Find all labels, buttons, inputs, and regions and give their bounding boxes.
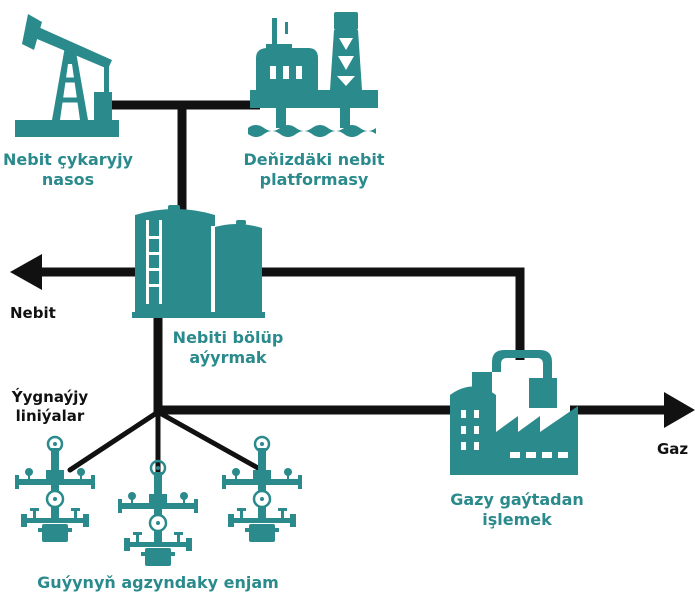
processing-label-line-1: Gazy gaýtadan: [450, 490, 584, 509]
gathering-lines-label-line-2: liniýalar: [15, 406, 85, 425]
oil-output-label: Nebit: [10, 304, 56, 322]
platform-label-line-1: Deňizdäki nebit: [243, 150, 385, 169]
platform-label: Deňizdäki nebit platformasy: [236, 150, 392, 190]
wellhead-label: Guýynyň agzyndaky enjam: [37, 573, 279, 592]
oil-pumpjack-icon: [15, 14, 119, 137]
gas-output-label: Gaz: [657, 440, 689, 458]
separation-label-line-1: Nebiti bölüp: [172, 328, 284, 347]
pipes: [40, 100, 668, 415]
storage-tank-icon: [132, 205, 265, 318]
offshore-oil-platform-icon: [248, 12, 378, 137]
separation-label-line-2: aýyrmak: [189, 348, 267, 367]
gas-processing-plant-icon: [450, 350, 578, 475]
pipe-tank-to-plant: [258, 267, 525, 360]
gas-output-arrow-icon: [664, 392, 695, 428]
wellhead-icon-2: [116, 459, 200, 568]
processing-label: Gazy gaýtadan işlemek: [442, 490, 592, 530]
wellhead-icon-1: [13, 435, 97, 544]
gathering-lines-label: Ýygnaýjy liniýalar: [0, 388, 100, 426]
platform-label-line-2: platformasy: [259, 170, 369, 189]
pump-label-line-2: nasos: [41, 170, 95, 189]
oil-output-arrow-icon: [10, 254, 42, 290]
gathering-line-3: [155, 409, 261, 471]
gathering-lines: [67, 409, 261, 478]
gathering-lines-label-line-1: Ýygnaýjy: [11, 388, 89, 406]
pump-label-line-1: Nebit çykaryjy: [3, 150, 133, 169]
processing-label-line-2: işlemek: [482, 510, 552, 529]
pump-label: Nebit çykaryjy nasos: [2, 150, 134, 190]
separation-label: Nebiti bölüp aýyrmak: [172, 328, 284, 368]
gathering-line-1: [67, 409, 161, 473]
